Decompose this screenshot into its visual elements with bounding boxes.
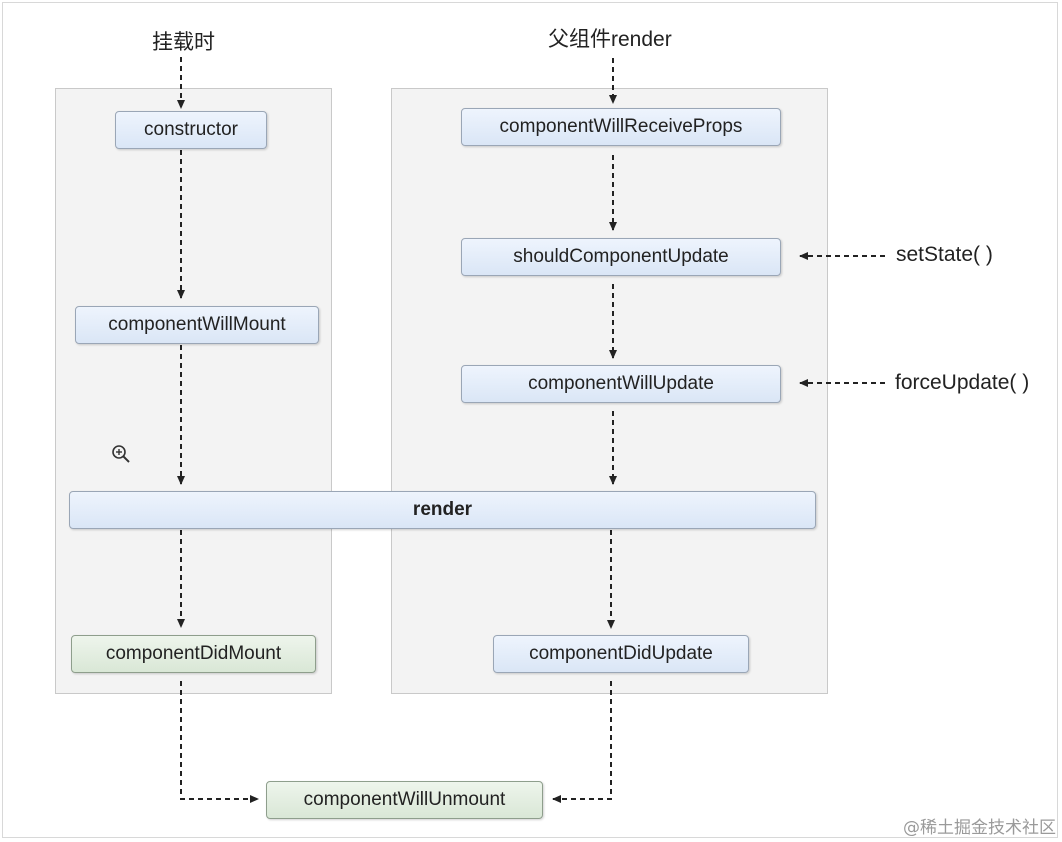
set-state-label: setState( ) — [896, 243, 993, 266]
mount-trigger-label: 挂载时 — [152, 31, 215, 54]
constructor-node: constructor — [115, 111, 267, 149]
zoom-in-icon — [112, 445, 130, 463]
parent-render-trigger-label: 父组件render — [548, 28, 672, 51]
should-component-update-node: shouldComponentUpdate — [461, 238, 781, 276]
component-did-mount-node: componentDidMount — [71, 635, 316, 673]
component-will-receive-props-node: componentWillReceiveProps — [461, 108, 781, 146]
component-will-unmount-node: componentWillUnmount — [266, 781, 543, 819]
arrow-did-update-to-unmount — [552, 681, 612, 803]
component-will-mount-node: componentWillMount — [75, 306, 319, 344]
component-will-update-node: componentWillUpdate — [461, 365, 781, 403]
component-did-update-node: componentDidUpdate — [493, 635, 749, 673]
force-update-label: forceUpdate( ) — [895, 371, 1030, 394]
arrow-did-mount-to-unmount — [180, 681, 259, 803]
watermark: @稀土掘金技术社区 — [903, 818, 1056, 838]
render-node: render — [69, 491, 816, 529]
mount-panel — [55, 88, 332, 694]
